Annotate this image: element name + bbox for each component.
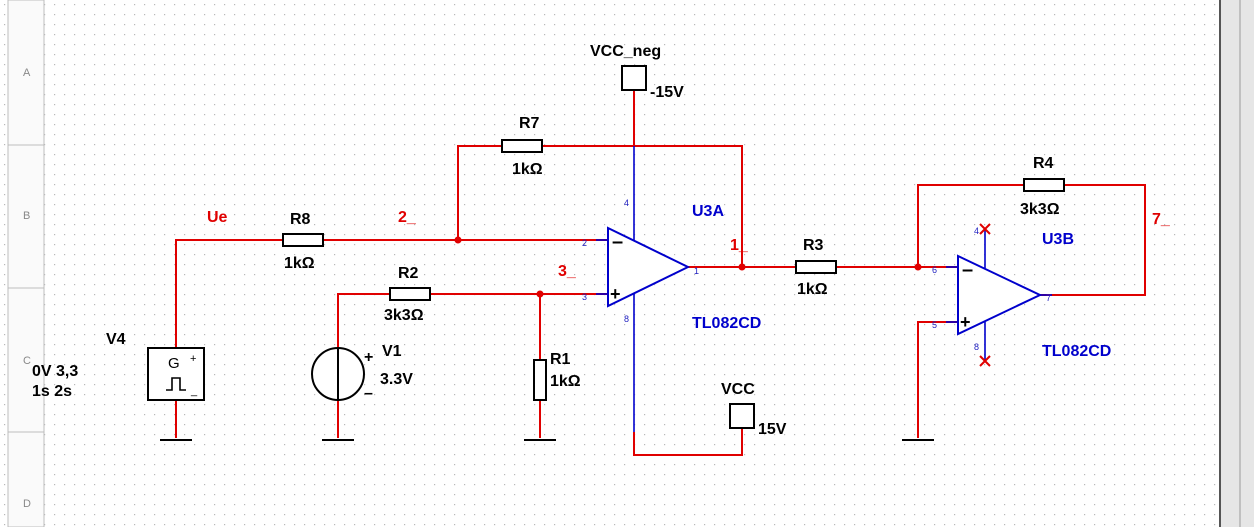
- u3a-minus-sign: –: [612, 231, 623, 253]
- u3b-pin5-label: 5: [932, 320, 937, 330]
- generator-g-icon: G: [168, 355, 180, 372]
- u3b-pin4-label: 4: [974, 226, 979, 236]
- r1-ref: R1: [550, 351, 571, 368]
- resistor-r1[interactable]: R1 1kΩ: [533, 351, 581, 401]
- junction-dot: [536, 290, 544, 298]
- zone-label-a: A: [23, 67, 31, 79]
- r4-ref: R4: [1033, 155, 1054, 172]
- u3b-pin7-label: 7: [1046, 293, 1051, 303]
- u3b-part: TL082CD: [1042, 343, 1111, 360]
- vcc-name: VCC: [721, 381, 755, 398]
- r3-value: 1kΩ: [797, 281, 828, 298]
- junctions: [454, 236, 922, 298]
- zone-ruler: A B C D: [7, 0, 45, 527]
- net-label-3: 3_: [558, 263, 577, 280]
- opamp-u3b-body[interactable]: [957, 254, 1043, 336]
- wire-v4-r8[interactable]: [175, 239, 283, 350]
- wire-v1-r2[interactable]: [337, 293, 390, 348]
- u3a-pin8-label: 8: [624, 314, 629, 324]
- junction-dot: [454, 236, 462, 244]
- u3a-pin2-label: 2: [582, 238, 587, 248]
- u3b-ref: U3B: [1042, 231, 1074, 248]
- nc-x-icon: [979, 355, 991, 367]
- v4-minus-sign: _: [190, 385, 198, 397]
- zone-label-b: B: [23, 210, 30, 222]
- v1-ref: V1: [382, 343, 402, 360]
- power-vcc-neg[interactable]: VCC_neg -15V: [590, 43, 684, 101]
- u3a-pin3-label: 3: [582, 292, 587, 302]
- vccneg-name: VCC_neg: [590, 43, 661, 60]
- sheet-border-right: [1219, 0, 1254, 527]
- u3a-pin4-label: 4: [624, 198, 629, 208]
- vccneg-value: -15V: [650, 84, 684, 101]
- resistor-r2[interactable]: R2 3k3Ω: [384, 265, 431, 324]
- wire-vcc[interactable]: [633, 428, 743, 456]
- u3b-pin8-label: 8: [974, 342, 979, 352]
- opamp-u3b[interactable]: – + 4 8 6 5 7 U3B TL082CD: [932, 223, 1111, 367]
- power-vcc[interactable]: VCC 15V: [721, 381, 787, 438]
- v1-plus-sign: +: [364, 349, 373, 366]
- wire-r4-left[interactable]: [917, 184, 1024, 267]
- junction-dot: [738, 263, 746, 271]
- net-label-7: 7_: [1152, 211, 1171, 228]
- zone-label-c: C: [23, 355, 31, 367]
- v4-line1: 0V 3,3: [32, 363, 78, 380]
- u3a-part: TL082CD: [692, 315, 761, 332]
- r8-value: 1kΩ: [284, 255, 315, 272]
- resistor-r8[interactable]: R8 1kΩ: [282, 211, 324, 272]
- net-label-ue: Ue: [207, 209, 228, 226]
- opamp-u3a[interactable]: – + 4 8 2 3 1 U3A TL082CD: [582, 146, 761, 432]
- resistor-r3[interactable]: R3 1kΩ: [795, 237, 837, 298]
- r1-value: 1kΩ: [550, 373, 581, 390]
- net-label-2: 2_: [398, 209, 417, 226]
- junction-dot: [914, 263, 922, 271]
- v1-minus-sign: –: [364, 385, 373, 402]
- u3a-plus-sign: +: [610, 284, 621, 304]
- v4-line2: 1s 2s: [32, 383, 72, 400]
- r8-ref: R8: [290, 211, 311, 228]
- r2-value: 3k3Ω: [384, 307, 424, 324]
- wire-u3b-gnd[interactable]: [917, 321, 958, 438]
- v4-ref: V4: [106, 331, 126, 348]
- wire-r7-left[interactable]: [457, 145, 502, 240]
- r4-value: 3k3Ω: [1020, 201, 1060, 218]
- opamp-u3a-body[interactable]: [607, 226, 691, 308]
- v4-plus-sign: +: [190, 353, 196, 365]
- zone-label-d: D: [23, 498, 31, 510]
- resistor-r7[interactable]: R7 1kΩ: [501, 115, 543, 178]
- r7-value: 1kΩ: [512, 161, 543, 178]
- u3b-plus-sign: +: [960, 312, 971, 332]
- vcc-value: 15V: [758, 421, 787, 438]
- v1-value: 3.3V: [380, 371, 413, 388]
- wire-r4-right[interactable]: [1040, 184, 1146, 296]
- nc-x-icon: [979, 223, 991, 235]
- pulse-wave-icon: [166, 377, 186, 391]
- u3a-ref: U3A: [692, 203, 724, 220]
- u3b-minus-sign: –: [962, 259, 973, 281]
- net-label-1: 1_: [730, 237, 749, 254]
- u3b-pin6-label: 6: [932, 265, 937, 275]
- wire-r7-right[interactable]: [542, 145, 743, 267]
- r3-ref: R3: [803, 237, 824, 254]
- r7-ref: R7: [519, 115, 540, 132]
- resistor-r4[interactable]: R4 3k3Ω: [1020, 155, 1065, 218]
- pulse-source-v4[interactable]: G + _ V4 0V 3,3 1s 2s: [32, 331, 205, 401]
- u3a-pin1-label: 1: [694, 266, 699, 276]
- r2-ref: R2: [398, 265, 419, 282]
- dc-source-v1[interactable]: + – V1 3.3V: [311, 343, 413, 402]
